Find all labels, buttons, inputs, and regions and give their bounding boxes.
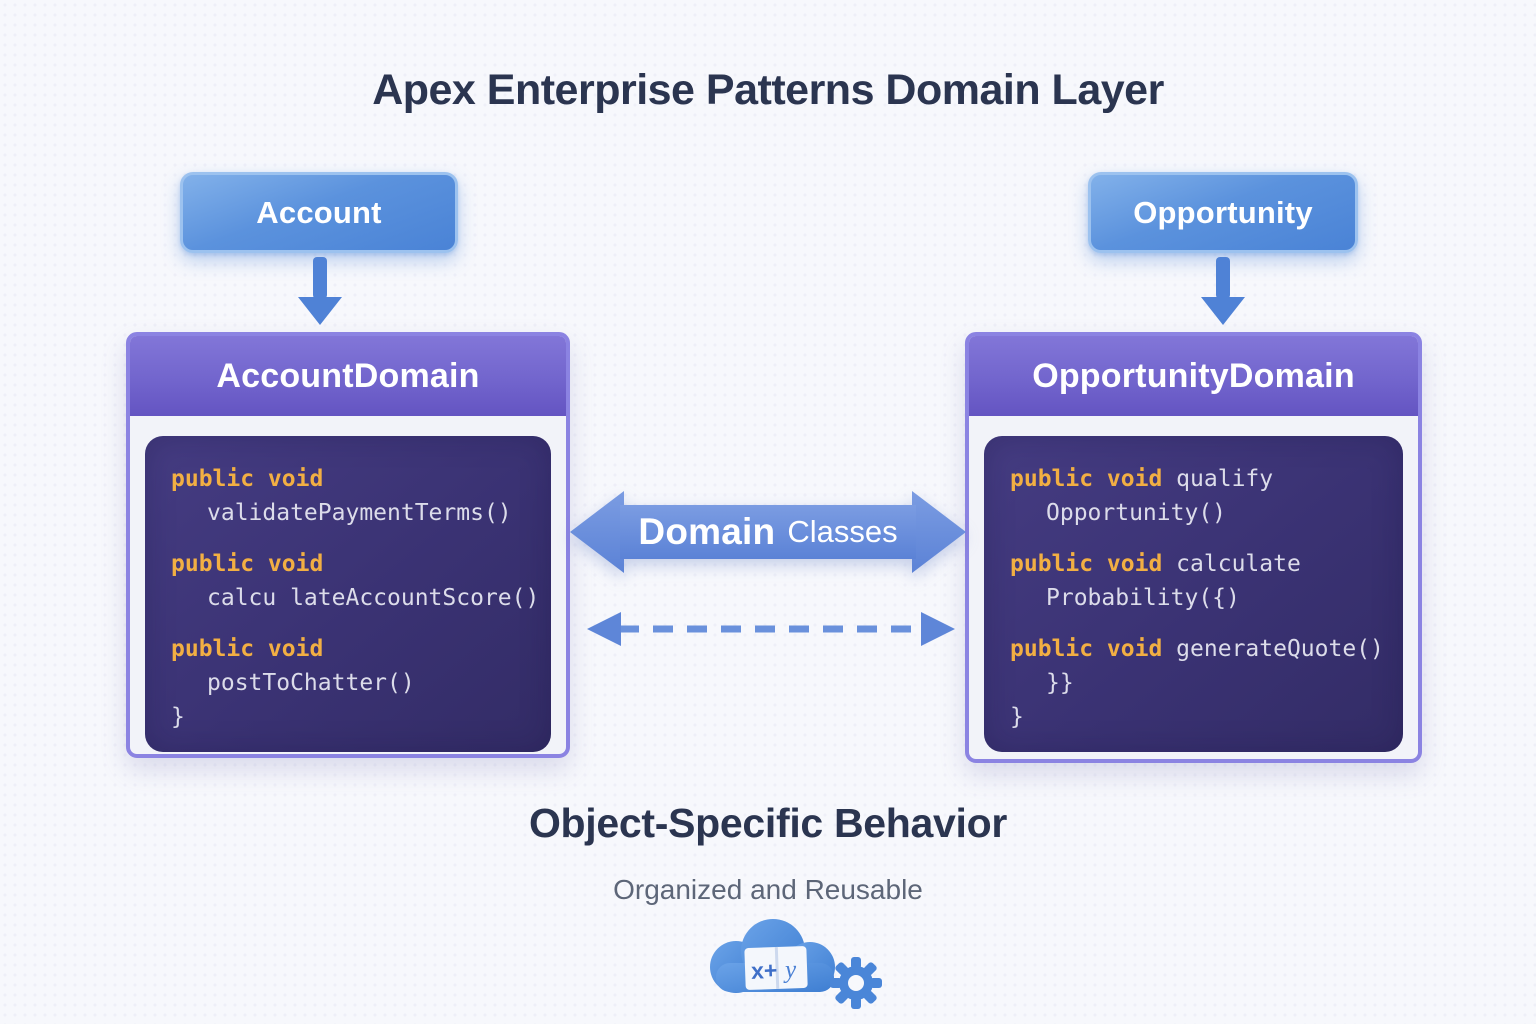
opportunity-entity-chip: Opportunity [1088, 172, 1358, 253]
account-domain-title: AccountDomain [216, 356, 480, 395]
code-line: }} [1046, 670, 1074, 696]
svg-text:y: y [782, 956, 798, 984]
opportunity-domain-title: OpportunityDomain [1032, 356, 1355, 395]
page-title: Apex Enterprise Patterns Domain Layer [372, 66, 1164, 114]
opportunity-domain-box: OpportunityDomain public void qualify Op… [965, 332, 1422, 763]
down-arrow-icon [298, 257, 342, 325]
code-line: postToChatter() [207, 670, 415, 696]
account-entity-chip: Account [180, 172, 458, 253]
dashed-bidirectional-arrow [587, 612, 955, 646]
domain-classes-arrow [570, 491, 966, 573]
code-line: public void [171, 547, 531, 581]
code-line: calcu lateAccountScore() [207, 585, 540, 611]
account-domain-box: AccountDomain public void validatePaymen… [126, 332, 570, 758]
code-keyword: public void [171, 466, 324, 492]
code-line: public void [171, 632, 531, 666]
cloud-formula-gear-icon: x+ y [710, 919, 882, 1009]
formula-card-icon: x+ y [744, 946, 808, 990]
account-domain-code: public void validatePaymentTerms() publi… [145, 436, 551, 752]
code-line: public void calculate [1010, 551, 1301, 577]
gear-icon [830, 957, 882, 1009]
code-line: public void [171, 462, 531, 496]
down-arrow-icon [1201, 257, 1245, 325]
code-keyword: public void [1010, 466, 1163, 492]
opportunity-entity-label: Opportunity [1133, 194, 1313, 230]
code-keyword: public void [1010, 636, 1163, 662]
code-line: } [1010, 704, 1024, 730]
account-entity-label: Account [256, 194, 382, 230]
code-line: Opportunity() [1046, 500, 1227, 526]
opportunity-domain-header: OpportunityDomain [969, 336, 1418, 416]
code-line: validatePaymentTerms() [207, 500, 512, 526]
code-keyword: public void [171, 551, 324, 577]
opportunity-domain-code: public void qualify Opportunity() public… [984, 436, 1403, 752]
code-keyword: public void [1010, 551, 1163, 577]
svg-text:x+: x+ [751, 957, 778, 984]
code-line: public void qualify [1010, 466, 1274, 492]
domain-classes-label: Domain Classes [638, 511, 898, 552]
footer-heading: Object-Specific Behavior [528, 800, 1008, 846]
code-line: } [171, 704, 185, 730]
account-domain-header: AccountDomain [130, 336, 566, 416]
footer-subheading: Organized and Reusable [613, 874, 923, 905]
code-line: public void generateQuote() [1010, 636, 1384, 662]
code-line: Probability({) [1046, 585, 1240, 611]
code-keyword: public void [171, 636, 324, 662]
